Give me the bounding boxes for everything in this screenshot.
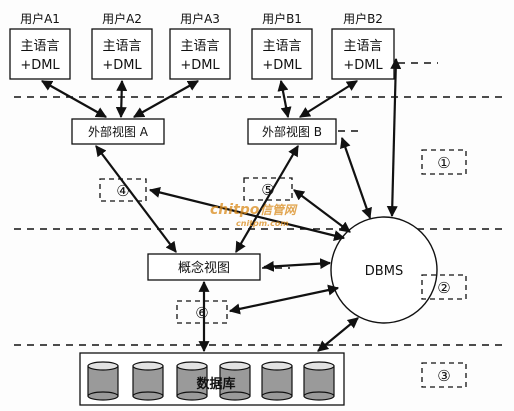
disk-icon xyxy=(132,361,164,401)
level-2-marker: ② xyxy=(421,274,467,300)
mapping-6: ⑥ xyxy=(176,300,228,324)
user-dml: +DML xyxy=(262,58,302,73)
user-name: 用户A1 xyxy=(20,11,60,26)
level-3-label: ③ xyxy=(437,367,450,385)
arrow-concept-dbms xyxy=(262,258,332,272)
external-view-b-label: 外部视图 B xyxy=(262,124,322,139)
user-box-a2: 用户A2 主语言 +DML xyxy=(91,11,153,80)
disk-icon xyxy=(176,361,208,401)
database-container: 数据库 xyxy=(79,352,345,406)
level-1-marker: ① xyxy=(421,149,467,175)
user-dml: +DML xyxy=(180,58,220,73)
conceptual-view-box: 概念视图 xyxy=(147,253,261,281)
arrow-b1-view-b xyxy=(277,79,292,119)
user-name: 用户A3 xyxy=(180,11,220,26)
level-3-marker: ③ xyxy=(421,362,467,388)
user-dml: +DML xyxy=(20,58,60,73)
user-box-a1: 用户A1 主语言 +DML xyxy=(9,11,71,80)
user-language: 主语言 xyxy=(262,39,301,54)
disk-icon xyxy=(303,361,335,401)
dbms-label: DBMS xyxy=(365,264,403,279)
user-name: 用户B1 xyxy=(262,11,302,26)
disk-icon xyxy=(87,361,119,401)
conceptual-view-label: 概念视图 xyxy=(178,260,230,276)
user-language: 主语言 xyxy=(20,39,59,54)
database-label: 数据库 xyxy=(196,376,235,392)
watermark-url: cnitpm.com xyxy=(236,219,289,228)
arrow-b2-view-b xyxy=(299,80,358,118)
arrow-dbms-database xyxy=(317,317,359,352)
external-view-a-box: 外部视图 A xyxy=(71,118,165,145)
level-2-label: ② xyxy=(437,279,450,297)
arrow-a3-view-a xyxy=(133,80,199,118)
user-language: 主语言 xyxy=(102,39,141,54)
user-dml: +DML xyxy=(343,58,383,73)
watermark-brand: chitpo xyxy=(210,202,260,218)
user-language: 主语言 xyxy=(180,39,219,54)
watermark-logo: chitpo 信管网 cnitpm.com xyxy=(210,202,298,228)
user-box-b2: 用户B2 主语言 +DML xyxy=(331,11,395,80)
dbms-node: DBMS xyxy=(330,216,438,324)
mapping-4-label: ④ xyxy=(116,182,129,200)
external-view-a-label: 外部视图 A xyxy=(88,124,149,139)
disk-icon xyxy=(261,361,293,401)
user-language: 主语言 xyxy=(343,39,382,54)
arrow-view-b-concept xyxy=(235,145,299,253)
watermark-cn: 信管网 xyxy=(260,203,298,217)
external-view-b-box: 外部视图 B xyxy=(247,118,337,145)
level-1-label: ① xyxy=(437,154,450,172)
user-box-b1: 用户B1 主语言 +DML xyxy=(251,11,313,80)
arrow-mapping5-dbms xyxy=(293,189,351,233)
arrow-view-b-dbms xyxy=(340,136,372,220)
mapping-6-label: ⑥ xyxy=(195,304,208,322)
arrow-b2-dbms xyxy=(386,57,402,218)
arrow-mapping6-dbms xyxy=(228,284,340,315)
user-dml: +DML xyxy=(102,58,142,73)
disk-icon xyxy=(219,361,251,401)
arrow-a1-view-a xyxy=(41,80,107,118)
arrow-view-a-concept xyxy=(95,145,177,253)
user-box-a3: 用户A3 主语言 +DML xyxy=(169,11,231,80)
arrow-a2-view-a xyxy=(115,79,128,119)
user-name: 用户B2 xyxy=(343,11,383,26)
user-name: 用户A2 xyxy=(102,11,142,26)
